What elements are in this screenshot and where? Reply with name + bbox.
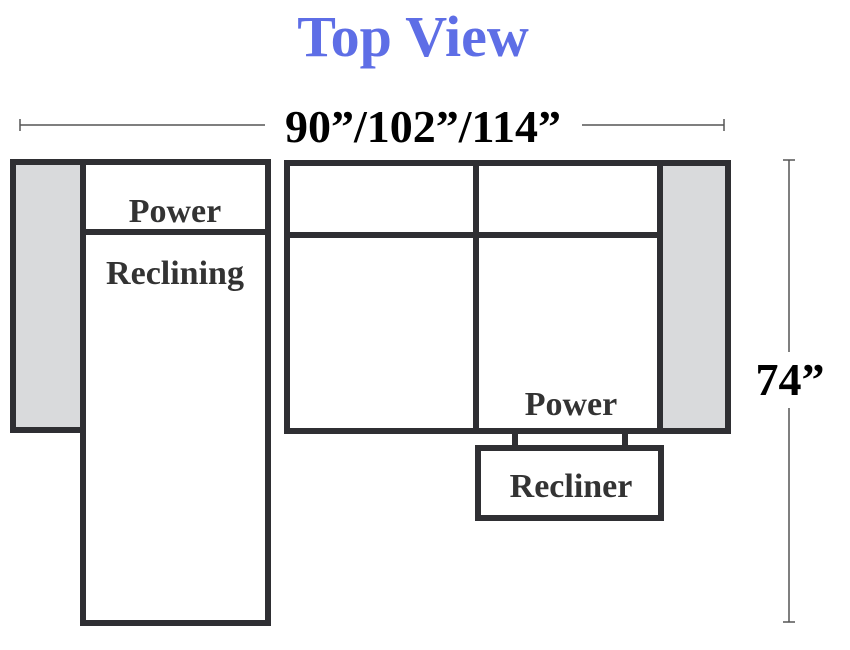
recliner-label-power: Power [525, 386, 618, 423]
recliner-footrest: Recliner [475, 431, 664, 521]
width-dimension-label: 90”/102”/114” [285, 101, 561, 152]
depth-dimension-label: 74” [756, 354, 825, 405]
recliner-label-recliner: Recliner [510, 468, 633, 505]
left-arm [10, 159, 86, 433]
right-arm [657, 160, 731, 434]
chaise-outline [80, 159, 271, 626]
chaise-section: Power Reclining [10, 159, 271, 626]
footrest-outline [475, 445, 664, 521]
chaise-label-reclining: Reclining [106, 255, 244, 292]
depth-dimension: 74” [756, 159, 825, 623]
width-dimension: 90”/102”/114” [19, 101, 725, 152]
chaise-label-power: Power [129, 193, 222, 230]
sofa-section: Power [284, 160, 731, 434]
diagram-title: Top View [297, 4, 529, 69]
